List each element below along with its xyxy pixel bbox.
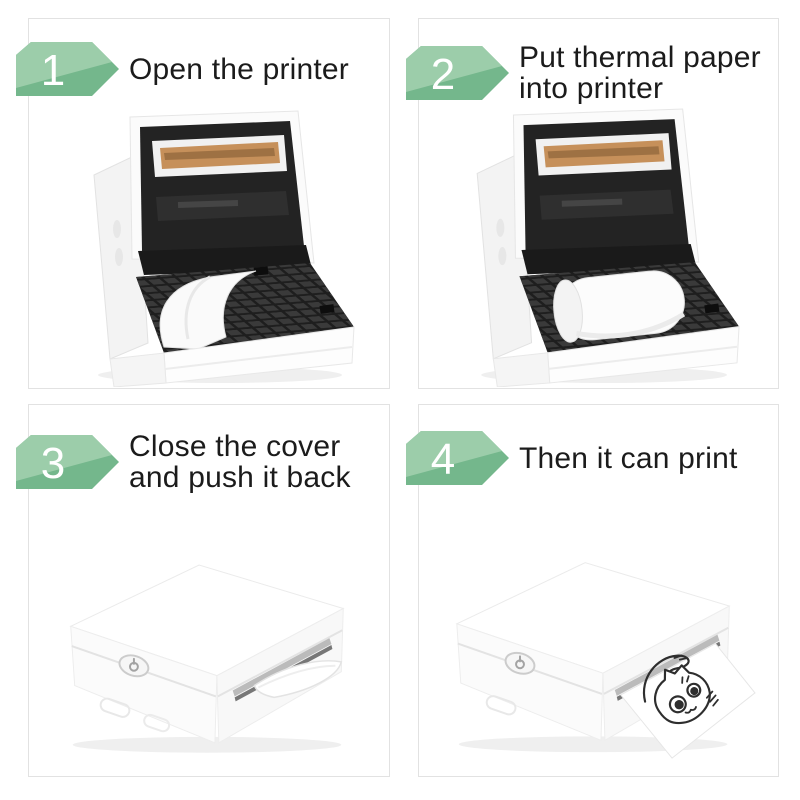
power-icon (128, 657, 139, 672)
step-panel-3: 3 Close the cover and push it back (16, 404, 390, 777)
step-4-label: Then it can print (519, 443, 738, 474)
step-2-arrow-badge-icon: 2 (406, 46, 509, 100)
step-3-label-line1: Close the cover (129, 430, 341, 463)
step-panel-1: 1 Open the printer (16, 18, 390, 389)
step-3-arrow-badge-icon: 3 (16, 435, 119, 489)
power-button (118, 654, 150, 678)
step-4-header: 4 Then it can print (406, 431, 738, 485)
step-3-label: Close the cover and push it back (129, 431, 351, 493)
paper-slot (614, 634, 720, 696)
paper-flap (253, 660, 343, 699)
printer-open-lid (512, 108, 700, 263)
step-4-label-line1: Then it can print (519, 441, 738, 475)
thermal-paper-roll (553, 270, 686, 343)
step-4-arrow-badge-icon: 4 (406, 431, 509, 485)
printer-front-face (456, 623, 604, 742)
cat-doodle-icon (642, 654, 719, 725)
power-icon (515, 655, 525, 670)
printer-open-with-paper-roll-illustration (476, 108, 740, 387)
printer-front-face (70, 625, 218, 744)
step-3-header: 3 Close the cover and push it back (16, 431, 351, 493)
printer-shadow (72, 736, 342, 753)
printer-open-empty-illustration (93, 110, 355, 387)
printed-paper (619, 642, 756, 759)
step-panel-4: 4 Then it can print (406, 404, 779, 777)
step-1-label: Open the printer (129, 54, 349, 85)
step-2-number: 2 (431, 50, 455, 99)
power-button (504, 651, 536, 675)
step-2-header: 2 Put thermal paper into printer (406, 42, 761, 104)
printer-printing-cat-illustration (455, 562, 756, 759)
step-2-label-line2: into printer (519, 72, 664, 105)
step-2-label-line1: Put thermal paper (519, 41, 761, 74)
step-1-header: 1 Open the printer (16, 42, 349, 96)
step-1-number: 1 (41, 46, 65, 95)
printer-closed-illustration (69, 564, 345, 753)
step-2-label: Put thermal paper into printer (519, 42, 761, 104)
step-panel-2: 2 Put thermal paper into printer (406, 18, 779, 389)
printer-open-lid (129, 110, 315, 264)
step-3-number: 3 (41, 439, 65, 488)
step-1-arrow-badge-icon: 1 (16, 42, 119, 96)
step-3-label-line2: and push it back (129, 461, 351, 494)
step-4-number: 4 (431, 435, 455, 484)
paper-roll-holder (159, 270, 257, 350)
paper-slot (232, 638, 332, 697)
step-1-label-line1: Open the printer (129, 52, 349, 86)
